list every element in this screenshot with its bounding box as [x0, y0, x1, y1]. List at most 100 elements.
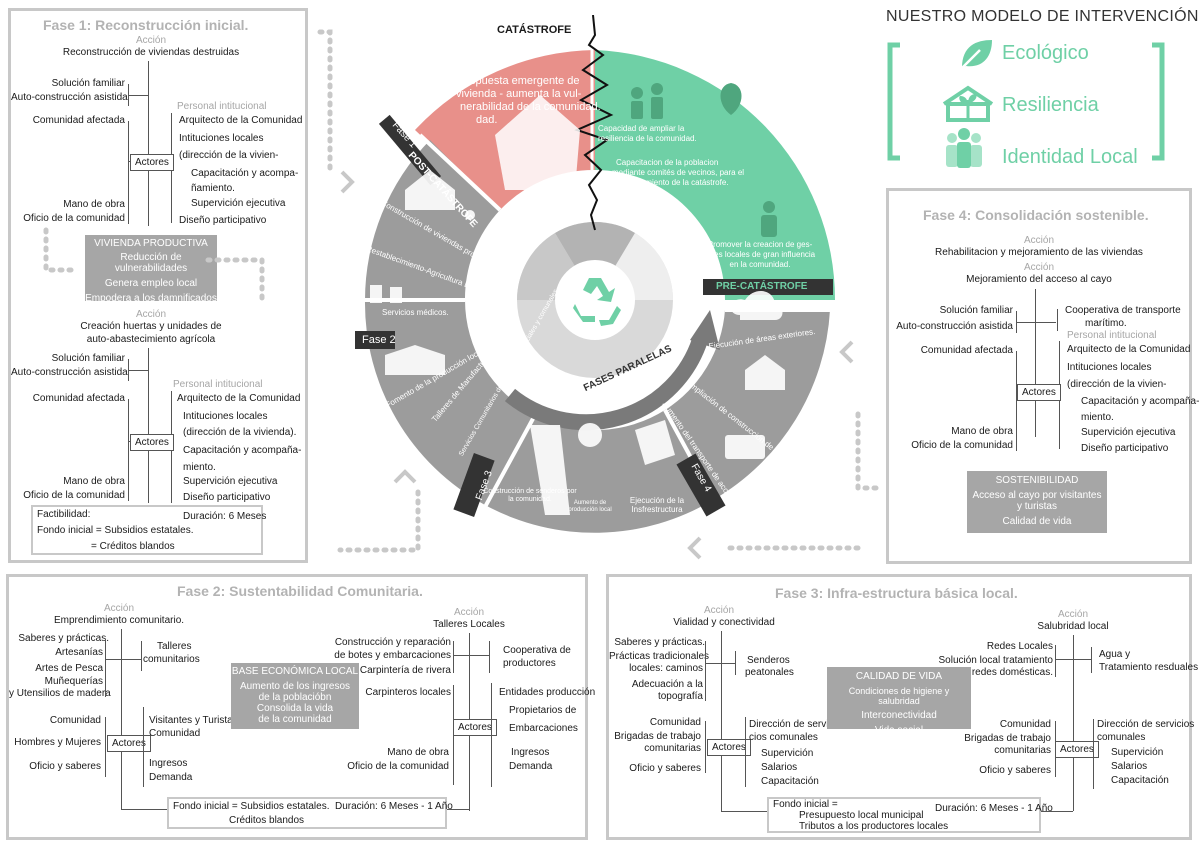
- fase3-agua-1: Tratamiento resduales: [1099, 662, 1199, 673]
- wheel-pre-text-2a: Promover la creacion de ges-: [707, 240, 813, 249]
- fase1-personal-label: Personal intitucional: [177, 101, 267, 112]
- fase3-box-line0: Condiciones de higiene y salubridad: [848, 686, 950, 706]
- fase3-comunidad-2: comunitarias: [644, 743, 701, 754]
- fase2-carpinteros: Carpinteros locales: [365, 687, 451, 698]
- fase1-fact-2: = Créditos blandos: [91, 541, 175, 552]
- fase4-personal-2: (dirección de la vivien-: [1067, 379, 1167, 390]
- fase2-saberes: Saberes y prácticas.: [18, 633, 109, 644]
- wheel-pre-text-1a: Capacitacion de la poblacion: [616, 158, 719, 167]
- leaf-icon: [961, 40, 992, 69]
- fase2-fondo: Fondo inicial = Subsidios estatales. Dur…: [167, 797, 453, 829]
- fase3-left-1: locales: caminos: [629, 663, 703, 674]
- fase4-comunidad: Comunidad afectada: [920, 345, 1013, 356]
- fase1-accion2-a: Creación huertas y unidades de: [80, 321, 222, 332]
- fase2-visitantes-1: Comunidad: [149, 728, 201, 739]
- fase3-actores2: Actores: [1055, 741, 1099, 758]
- fase3-fondo-0: Fondo inicial =: [773, 799, 838, 810]
- fase3-direccion-1: cios comunales: [749, 732, 818, 743]
- fase2-carpinteria: Carpintería de rivera: [359, 665, 451, 676]
- fase1-factibilidad: Factibilidad: Duración: 6 Meses Fondo in…: [31, 505, 267, 555]
- fase1-mano-1: Oficio de la comunidad: [23, 213, 125, 224]
- model-brackets: [887, 42, 1165, 161]
- fase2-mano-0: Mano de obra: [387, 747, 449, 758]
- fase3-direccion2-2: Supervición: [1111, 747, 1164, 758]
- fase1-personal2-1: Intituciones locales: [183, 411, 268, 422]
- fase1-fact-0: Factibilidad:: [37, 509, 91, 520]
- fase1-left1-b: Auto-construcción asistida: [11, 92, 128, 103]
- phases-wheel: [355, 15, 836, 533]
- wheel-pre-text-0a: Capacidad de ampliar la: [598, 124, 685, 133]
- fase1-personal-3: Capacitación y acompa-: [191, 168, 299, 179]
- fase1-accion1: Reconstrucción de viviendas destruidas: [62, 47, 240, 58]
- fase4-accion2: Mejoramiento del acceso al cayo: [966, 274, 1112, 285]
- fase3-agua-0: Agua y: [1099, 649, 1131, 660]
- fase4-personal-1: Intituciones locales: [1067, 362, 1152, 373]
- fase3-left-2: Adecuación a la: [631, 679, 703, 690]
- fase2-actores2: Actores: [453, 719, 497, 736]
- fase1-actores2: Actores: [130, 434, 174, 451]
- fase2-coop-1: productores: [503, 658, 556, 669]
- fase2-duracion: Duración: 6 Meses - 1 Año: [335, 801, 453, 812]
- fase2-title: Fase 2: Sustentabilidad Comunitaria.: [177, 583, 423, 599]
- fase4-mano-0: Mano de obra: [951, 426, 1013, 437]
- fase3-comunidad2-1: Brigadas de trabajo: [964, 733, 1051, 744]
- fase1-personal2-5: Supervición ejecutiva: [183, 476, 278, 487]
- fase4-actores: Actores: [1017, 384, 1061, 401]
- fase1-duracion: Duración: 6 Meses: [183, 511, 267, 522]
- fase2-mano-1: Oficio de la comunidad: [347, 761, 449, 772]
- fase1-left2-b: Auto-construcción asistida: [11, 367, 128, 378]
- fase4-personal-4: miento.: [1081, 412, 1114, 423]
- fase3-redes-2: redes domésticas.: [971, 667, 1053, 678]
- fase3-oficio2: Oficio y saberes: [979, 765, 1051, 776]
- fase3-fondo-2: Tributos a los productores locales: [799, 821, 949, 832]
- fase3-duracion: Duración: 6 Meses - 1 Año: [935, 803, 1053, 814]
- fase4-accion-label2: Acción: [1023, 262, 1054, 273]
- wheel-f3-2: Ejecución de la Insfrestructura: [629, 496, 685, 515]
- fase1-personal-4: ñamiento.: [191, 183, 235, 194]
- fase4-title: Fase 4: Consolidación sostenible.: [923, 207, 1149, 223]
- fase2-left-3: y Utensilios de madera: [9, 688, 111, 699]
- fase3-accion-label: Acción: [703, 605, 734, 616]
- fase2-talleres-0: Talleres: [157, 641, 192, 652]
- fase3-direccion-3: Salarios: [761, 762, 798, 773]
- fase2-entidades-2: Embarcaciones: [509, 723, 578, 734]
- fase1-personal-0: Arquitecto de la Comunidad: [179, 115, 303, 126]
- fase2-hombres: Hombres y Mujeres: [14, 737, 101, 748]
- fase1-personal-6: Diseño participativo: [179, 215, 267, 226]
- fase2-box-line0: Aumento de los ingresos: [239, 681, 351, 692]
- wheel-emergency-2: nerabilidad de la comunidad.: [460, 101, 601, 113]
- model-ecologico: Ecológico: [1002, 42, 1089, 64]
- fase1-comunidad: Comunidad afectada: [32, 115, 125, 126]
- fase3-oficio: Oficio y saberes: [629, 763, 701, 774]
- fase3-panel: Fase 3: Infra-estructura básica local. A…: [606, 574, 1198, 840]
- fase4-box-line1: y turistas: [1016, 501, 1057, 512]
- fase1-personal-1: Intituciones locales: [179, 133, 264, 144]
- fase2-construccion-1: de botes y embarcaciones: [334, 650, 451, 661]
- fase3-comunidad-1: Brigadas de trabajo: [614, 731, 701, 742]
- fase3-fondo-1: Presupuesto local municipal: [799, 810, 924, 821]
- fase1-personal-5: Supervición ejecutiva: [191, 198, 286, 209]
- fase1-accion-label2: Acción: [135, 309, 166, 320]
- fase1-accion2-b: auto-abastecimiento agrícola: [86, 334, 216, 345]
- wheel-catastrophe: CATÁSTROFE: [497, 24, 572, 36]
- fase2-box-line1: de la poblacióbn: [258, 692, 332, 703]
- fase3-comunidad-0: Comunidad: [649, 717, 701, 728]
- fase2-ingresos2-0: Ingresos: [511, 747, 550, 758]
- fase4-coop-1: marítimo.: [1085, 318, 1127, 329]
- fase2-box-line3: de la comunidad: [258, 714, 332, 725]
- fase1-vivienda-box: VIVIENDA PRODUCTIVA Reducción de vulnera…: [85, 235, 217, 304]
- wheel-pre-text-2c: en la comunidad.: [729, 260, 791, 269]
- fase3-actores: Actores: [707, 739, 751, 756]
- fase2-construccion-0: Construcción y reparación: [334, 637, 451, 648]
- seismograph-icon: [574, 15, 614, 231]
- fase2-actores: Actores: [107, 735, 151, 752]
- fase3-fondo: Fondo inicial = Duración: 6 Meses - 1 Añ…: [767, 797, 1053, 833]
- fase1-personal2-3: Capacitación y acompaña-: [183, 445, 302, 456]
- fase4-box-line0: Acceso al cayo por visitantes: [972, 490, 1102, 501]
- fase4-panel: Fase 4: Consolidación sostenible. Acción…: [886, 188, 1199, 564]
- fase2-base-box: BASE ECONÓMICA LOCAL Aumento de los ingr…: [231, 663, 359, 729]
- fase3-direccion2-1: comunales: [1097, 732, 1146, 743]
- fase1-personal2-6: Diseño participativo: [183, 492, 271, 503]
- people-group-icon: [946, 128, 982, 168]
- fase4-left-1: Auto-construcción asistida: [896, 321, 1013, 332]
